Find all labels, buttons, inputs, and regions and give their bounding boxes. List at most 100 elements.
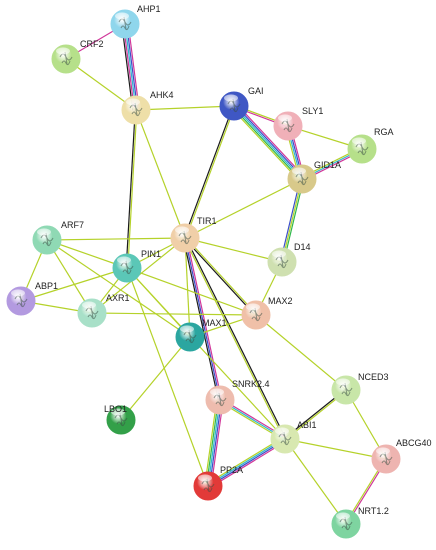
node-nced3[interactable]: NCED3	[331, 372, 389, 405]
node-max1[interactable]: MAX1	[175, 318, 227, 352]
edge-pin1-pp2a	[126, 267, 209, 487]
edge-line-textmining	[208, 439, 286, 488]
edge-line-neighborhood	[183, 238, 285, 440]
node-highlight	[272, 250, 286, 258]
node-highlight	[278, 114, 292, 122]
node-label: AXR1	[106, 293, 130, 303]
node-label: AHP1	[137, 4, 161, 14]
edge-line-textmining	[184, 237, 221, 401]
node-highlight	[246, 303, 260, 311]
edge-pin1-max2	[126, 267, 257, 316]
edge-line-neighborhood	[185, 237, 258, 315]
node-abi1[interactable]: ABI1	[270, 420, 317, 454]
edge-line-neighborhood	[255, 314, 347, 391]
node-label: LBO1	[104, 404, 127, 414]
edge-line-homology	[232, 106, 302, 181]
edge-line-experiments	[127, 23, 140, 110]
node-ahp1[interactable]: AHP1	[110, 4, 161, 39]
node-label: D14	[294, 242, 311, 252]
node-label: ABI1	[297, 420, 317, 430]
node-label: MAX2	[268, 296, 293, 306]
edge-tir1-snrk2-4	[182, 237, 223, 401]
node-tir1[interactable]: TIR1	[170, 216, 217, 253]
edge-line-neighborhood	[135, 105, 235, 111]
node-nrt1-2[interactable]: NRT1.2	[331, 506, 389, 539]
edge-line-neighborhood	[120, 336, 191, 421]
node-axr1[interactable]: AXR1	[77, 293, 130, 328]
edge-line-experiments	[185, 237, 223, 400]
edge-line-neighborhood	[20, 267, 128, 302]
node-label: ABCG40	[396, 438, 432, 448]
edge-layer	[20, 23, 388, 525]
edge-abi1-pp2a	[206, 436, 287, 489]
edge-line-textmining	[208, 400, 223, 487]
node-pp2a[interactable]: PP2A	[193, 465, 243, 501]
node-highlight	[117, 256, 131, 264]
edge-line-coexpression	[121, 24, 134, 111]
node-highlight	[336, 378, 350, 386]
node-arf7[interactable]: ARF7	[32, 220, 84, 255]
node-highlight	[210, 388, 224, 396]
node-pin1[interactable]: PIN1	[112, 249, 161, 283]
edge-line-neighborhood	[126, 267, 286, 440]
node-abcg40[interactable]: ABCG40	[371, 438, 432, 474]
node-highlight	[376, 447, 390, 455]
edge-line-experiments	[208, 440, 287, 489]
edge-line-experiments	[122, 24, 136, 111]
node-abp1[interactable]: ABP1	[6, 281, 58, 316]
node-max2[interactable]: MAX2	[241, 296, 293, 330]
node-label: AHK4	[150, 90, 174, 100]
edge-tir1-max1	[184, 237, 191, 338]
node-crf2[interactable]: CRF2	[51, 39, 104, 74]
node-label: GID1A	[314, 160, 341, 170]
node-rga[interactable]: RGA	[347, 127, 394, 164]
node-label: PIN1	[141, 249, 161, 259]
edge-line-databases	[233, 105, 303, 180]
node-snrk2-4[interactable]: SNRK2.4	[205, 379, 270, 415]
edge-line-neighborhood	[126, 267, 209, 487]
edge-line-neighborhood	[135, 109, 186, 239]
node-highlight	[224, 94, 238, 102]
node-label: MAX1	[202, 318, 227, 328]
edge-gai-tir1	[183, 105, 236, 239]
edge-line-neighborhood	[185, 106, 236, 239]
edge-abi1-abcg40	[284, 438, 387, 460]
node-highlight	[126, 98, 140, 106]
edge-max2-nced3	[255, 314, 347, 391]
edge-line-coexpression	[183, 105, 234, 238]
edge-line-neighborhood	[284, 438, 347, 525]
node-lbo1[interactable]: LBO1	[104, 404, 136, 435]
node-d14[interactable]: D14	[267, 242, 311, 277]
node-label: TIR1	[197, 216, 217, 226]
edge-line-neighborhood	[184, 178, 303, 239]
edge-line-coexpression	[185, 237, 287, 439]
edge-line-neighborhood	[204, 399, 218, 486]
edge-line-databases	[207, 437, 285, 486]
edge-max1-lbo1	[120, 336, 191, 421]
edge-axr1-max2	[91, 312, 257, 316]
edge-line-homology	[205, 399, 220, 486]
node-label: RGA	[374, 127, 394, 137]
edge-pin1-abp1	[20, 267, 128, 302]
node-ahk4[interactable]: AHK4	[121, 90, 174, 125]
edge-line-experiments	[235, 103, 305, 178]
node-gid1a[interactable]: GID1A	[287, 160, 341, 194]
edge-pin1-abi1	[126, 267, 286, 440]
edge-line-neighborhood	[206, 436, 285, 485]
edge-tir1-d14	[184, 237, 283, 263]
node-highlight	[115, 12, 129, 20]
edge-line-neighborhood	[284, 438, 387, 460]
edge-snrk2-4-pp2a	[204, 399, 224, 487]
node-label: CRF2	[80, 39, 104, 49]
node-gai[interactable]: GAI	[219, 86, 264, 121]
node-label: GAI	[248, 86, 264, 96]
edge-line-neighborhood	[184, 237, 283, 263]
edge-line-coexpression	[183, 238, 256, 316]
edge-line-neighborhood	[91, 312, 257, 316]
node-label: PP2A	[220, 465, 243, 475]
node-sly1[interactable]: SLY1	[273, 106, 323, 141]
edge-line-neighborhood	[231, 107, 301, 182]
edge-line-textmining	[125, 23, 139, 110]
